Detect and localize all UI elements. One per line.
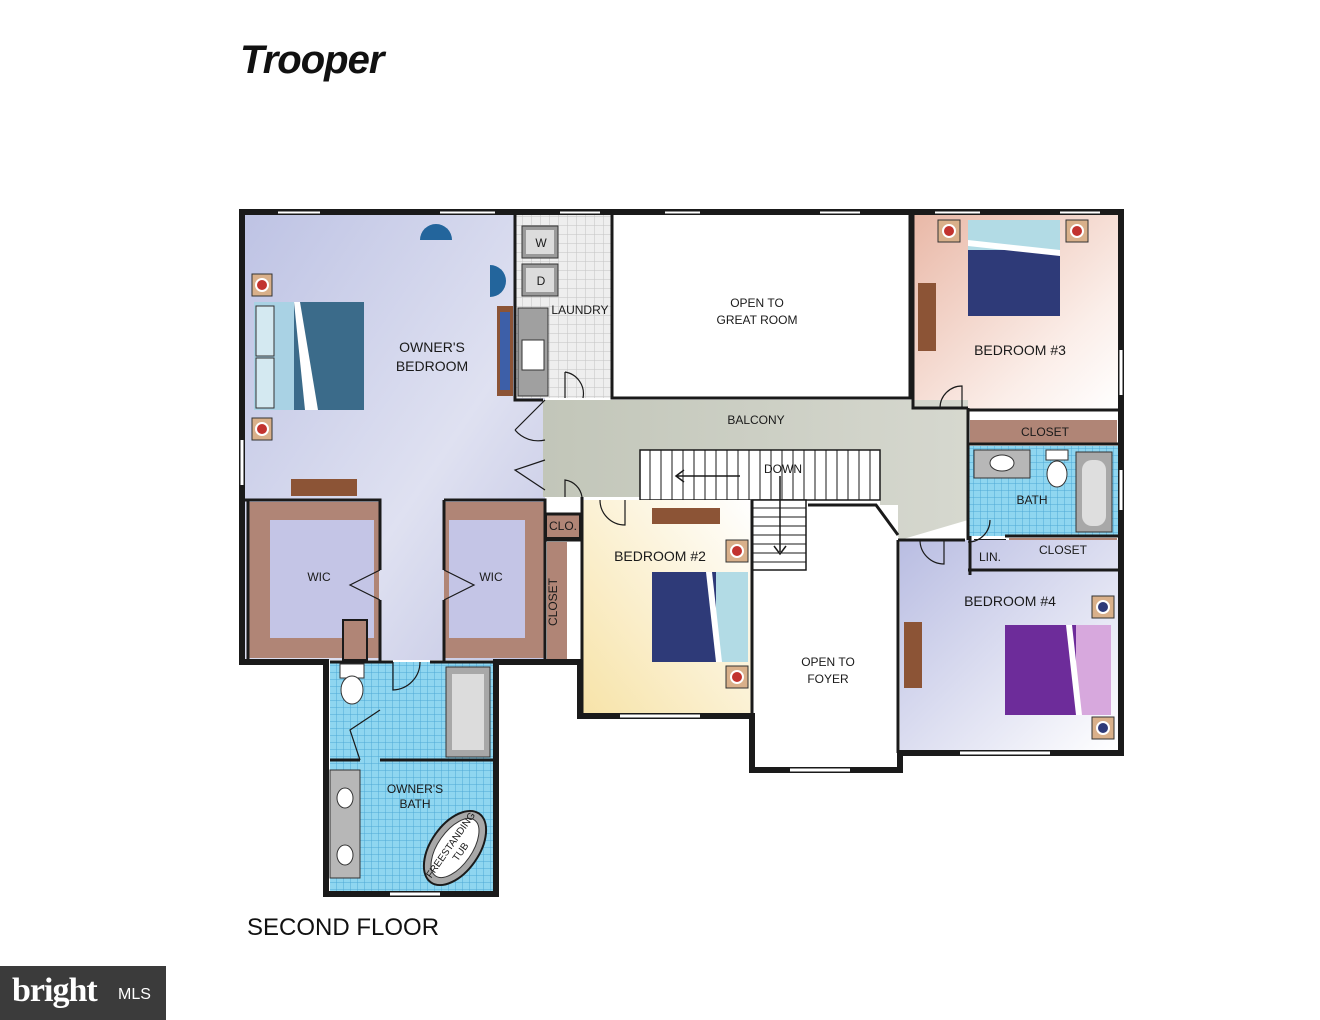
- floor-label: SECOND FLOOR: [247, 914, 440, 941]
- wic-left-label: WIC: [307, 570, 331, 584]
- logo-suffix: MLS: [118, 986, 151, 1003]
- linen-label: LIN.: [979, 550, 1001, 564]
- owners-bath-label: OWNER'S: [387, 782, 443, 796]
- plan-title: Trooper: [240, 38, 384, 82]
- logo-word: bright: [12, 972, 98, 1009]
- closet-vertical-label: CLOSET: [546, 577, 560, 626]
- great-room-label-2: GREAT ROOM: [717, 313, 798, 327]
- bedroom-3-dresser: [918, 283, 936, 351]
- bedroom-2-label: BEDROOM #2: [614, 548, 706, 564]
- washer-label: W: [535, 236, 547, 250]
- bedroom-4-dresser: [904, 622, 922, 688]
- foyer-label: OPEN TO: [801, 655, 855, 669]
- bright-mls-logo: bright MLS: [0, 966, 166, 1020]
- open-foyer: [808, 505, 898, 767]
- open-great-room: [615, 215, 910, 395]
- toilet-icon: [1045, 449, 1069, 461]
- arrow-down-icon: [674, 469, 787, 556]
- door-swings: [348, 371, 991, 761]
- balcony-floor: [543, 400, 968, 540]
- down-label: DOWN: [764, 462, 802, 476]
- bedroom-3-label: BEDROOM #3: [974, 342, 1066, 358]
- dryer-label: D: [537, 274, 546, 288]
- laundry-label: LAUNDRY: [551, 303, 608, 317]
- chair-icon: [490, 265, 506, 297]
- closet-b3-label: CLOSET: [1021, 425, 1070, 439]
- foyer-label-2: FOYER: [807, 672, 849, 686]
- closet-b3: [970, 420, 1117, 444]
- closet-b4-label: CLOSET: [1039, 543, 1088, 557]
- balcony-label: BALCONY: [727, 413, 784, 427]
- sink-icon: [336, 844, 354, 866]
- bedroom-4-label: BEDROOM #4: [964, 593, 1056, 609]
- chair-icon: [420, 224, 452, 240]
- utility-sink-icon: [521, 339, 545, 371]
- closet-nook: [342, 619, 368, 661]
- great-room-label: OPEN TO: [730, 296, 784, 310]
- sink-icon: [336, 787, 354, 809]
- nightstand-icon: [937, 219, 1089, 243]
- nightstand-icon: [1091, 595, 1115, 740]
- freestanding-tub-icon: [422, 809, 488, 887]
- owners-bedroom-label: OWNER'S: [399, 339, 465, 355]
- bedroom-2-dresser: [652, 508, 720, 524]
- nightstand-icon: [251, 273, 273, 441]
- wic-left-floor: [270, 520, 374, 638]
- windows: [240, 210, 1123, 896]
- closet-vertical: [547, 542, 567, 660]
- bath-label: BATH: [1016, 493, 1047, 507]
- owners-bench: [291, 479, 357, 496]
- nightstand-icon: [725, 539, 749, 689]
- wic-right-label: WIC: [479, 570, 503, 584]
- owners-bedroom-label-2: BEDROOM: [396, 358, 468, 374]
- clo-label: CLO.: [549, 519, 577, 533]
- owners-bath-label-2: BATH: [399, 797, 430, 811]
